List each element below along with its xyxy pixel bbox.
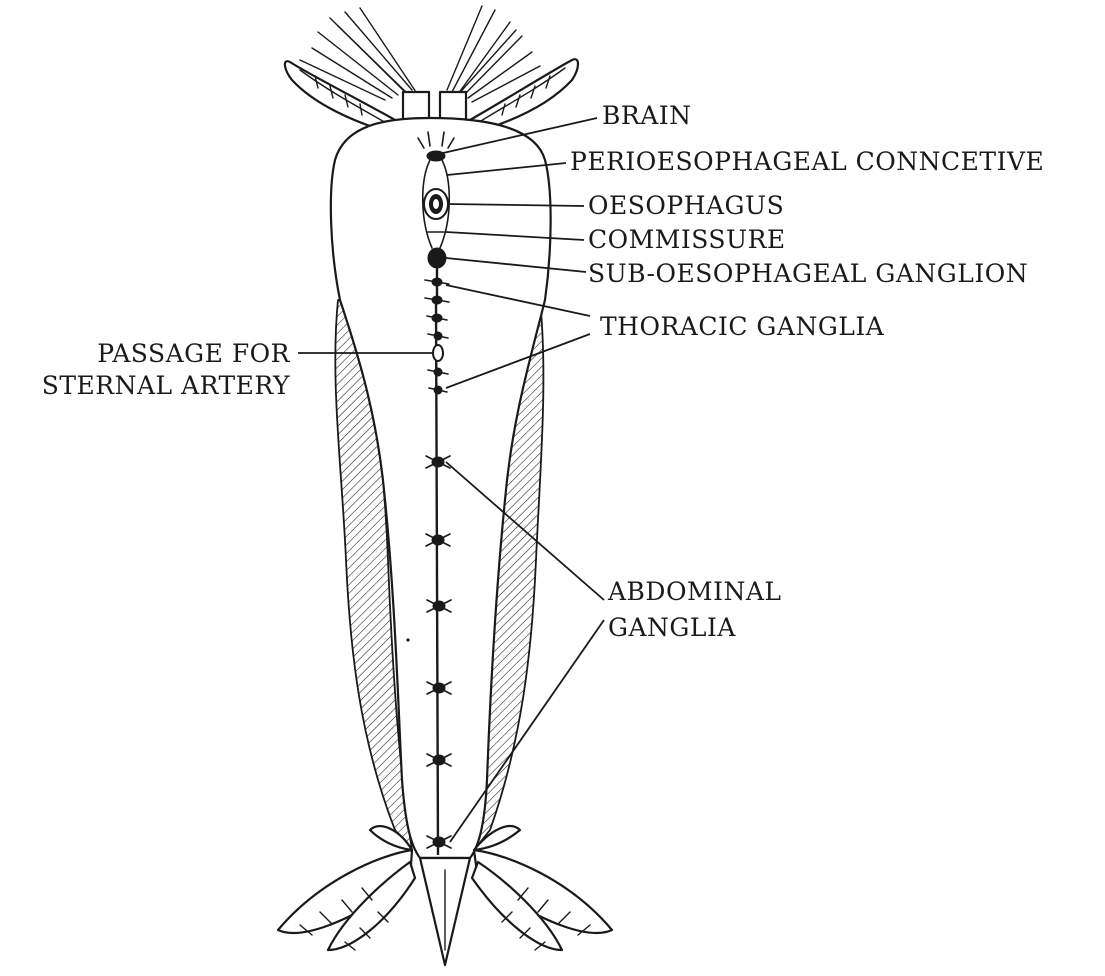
sternal-artery-passage	[433, 345, 443, 361]
label-passage-line1: PASSAGE FOR	[97, 339, 290, 368]
label-passage-line2: STERNAL ARTERY	[42, 371, 290, 400]
label-perioesophageal-connective: PERIOESOPHAGEAL CONNCETIVE	[570, 147, 1044, 176]
label-abdominal-line2: GANGLIA	[608, 613, 736, 642]
sub-oesophageal-ganglion	[428, 248, 446, 268]
right-uropod	[472, 826, 612, 950]
label-sub-oesophageal-ganglion: SUB-OESOPHAGEAL GANGLION	[588, 259, 1028, 288]
label-thoracic-ganglia: THORACIC GANGLIA	[600, 312, 885, 341]
label-brain: BRAIN	[602, 101, 692, 130]
left-antennule-base	[403, 92, 429, 120]
label-commissure: COMMISSURE	[588, 225, 786, 254]
left-uropod	[278, 826, 415, 950]
label-oesophagus: OESOPHAGUS	[588, 191, 784, 220]
right-antennule-base	[440, 92, 466, 120]
label-abdominal-line1: ABDOMINAL	[607, 577, 781, 606]
